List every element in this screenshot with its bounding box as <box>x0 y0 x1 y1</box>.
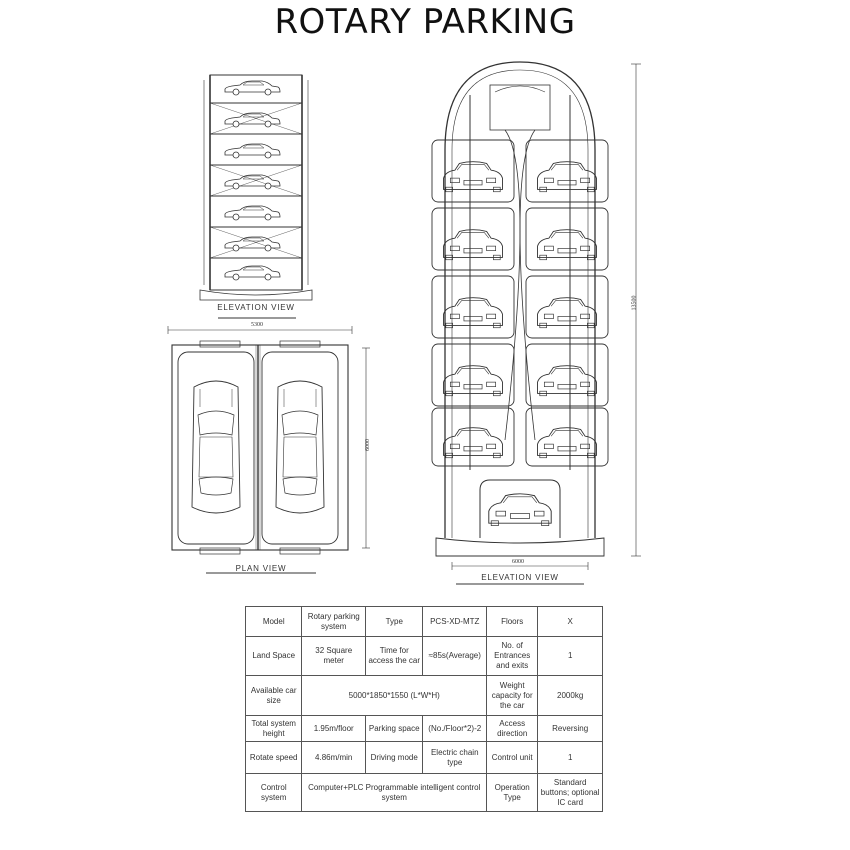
table-cell: Total system height <box>244 715 303 742</box>
plan-width-dimension: 5300 <box>251 322 263 328</box>
table-cell: Rotary parking system <box>301 606 367 637</box>
elevation-view-large <box>431 61 641 585</box>
table-cell: Standard buttons; optional IC card <box>537 773 603 812</box>
table-cell: Land Space <box>244 636 303 676</box>
table-cell: Reversing <box>537 715 603 742</box>
table-cell: Model <box>244 606 303 637</box>
table-cell: 1.95m/floor <box>301 715 367 742</box>
table-cell: No. of Entrances and exits <box>486 636 539 676</box>
plan-height-dimension: 6000 <box>365 439 371 451</box>
table-cell: Control unit <box>486 741 539 774</box>
table-cell: Available car size <box>244 675 303 716</box>
table-row: Model Rotary parking system Type PCS-XD-… <box>244 606 603 637</box>
table-cell: Driving mode <box>365 741 424 774</box>
table-cell: 4.86m/min <box>301 741 367 774</box>
elevation-view-large-label: ELEVATION VIEW <box>481 573 559 582</box>
table-cell: Electric chain type <box>422 741 488 774</box>
table-cell: Time for access the car <box>365 636 424 676</box>
table-cell: Floors <box>486 606 539 637</box>
table-cell: Computer+PLC Programmable intelligent co… <box>301 773 488 812</box>
table-cell: Rotate speed <box>244 741 303 774</box>
large-height-dimension: 13500 <box>631 295 638 311</box>
elevation-view-small-label: ELEVATION VIEW <box>217 303 295 312</box>
table-row: Available car size 5000*1850*1550 (L*W*H… <box>244 675 603 716</box>
table-cell: ≈85s(Average) <box>422 636 488 676</box>
specification-table: Model Rotary parking system Type PCS-XD-… <box>244 606 603 812</box>
table-row: Land Space 32 Square meter Time for acce… <box>244 636 603 676</box>
table-row: Control system Computer+PLC Programmable… <box>244 773 603 812</box>
page-title: ROTARY PARKING <box>274 2 576 42</box>
table-cell: Type <box>365 606 424 637</box>
table-cell: 32 Square meter <box>301 636 367 676</box>
table-cell: (No./Floor*2)-2 <box>422 715 488 742</box>
table-cell: PCS-XD-MTZ <box>422 606 488 637</box>
table-cell: Access direction <box>486 715 539 742</box>
table-cell: Operation Type <box>486 773 539 812</box>
plan-view <box>167 326 370 574</box>
table-cell: Parking space <box>365 715 424 742</box>
table-cell: 1 <box>537 741 603 774</box>
table-cell: 2000kg <box>537 675 603 716</box>
table-row: Total system height 1.95m/floor Parking … <box>244 715 603 742</box>
large-width-dimension: 6000 <box>512 559 524 565</box>
elevation-view-small <box>199 74 313 319</box>
plan-view-label: PLAN VIEW <box>235 564 287 573</box>
table-row: Rotate speed 4.86m/min Driving mode Elec… <box>244 741 603 774</box>
table-cell: 1 <box>537 636 603 676</box>
table-cell: X <box>537 606 603 637</box>
table-cell: 5000*1850*1550 (L*W*H) <box>301 675 488 716</box>
table-cell: Control system <box>244 773 303 812</box>
table-cell: Weight capacity for the car <box>486 675 539 716</box>
